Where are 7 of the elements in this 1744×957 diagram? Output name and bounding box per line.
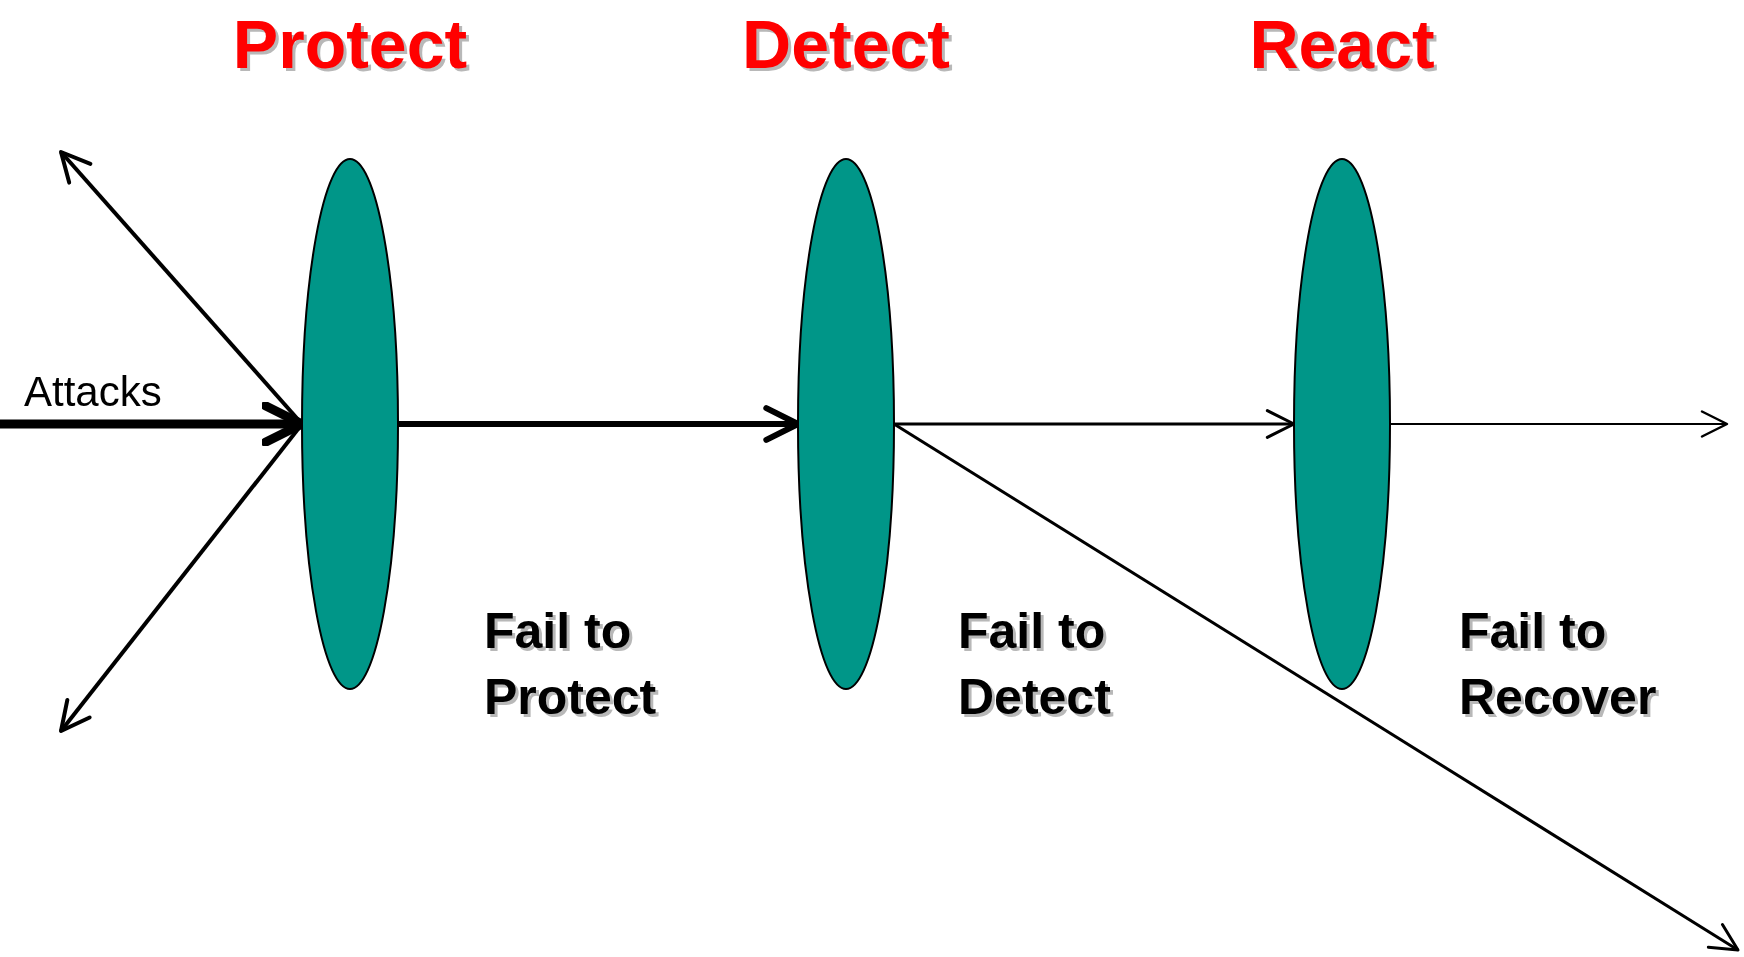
stage-heading: Detect: [741, 5, 951, 84]
edge-label: Attacks: [24, 368, 162, 416]
stage-heading: React: [1248, 5, 1436, 84]
failure-label: Fail to Recover: [1459, 602, 1658, 727]
failure-label: Fail to Protect: [484, 602, 658, 727]
stage-heading: Protect: [231, 5, 469, 84]
failure-label: Fail to Detect: [958, 602, 1112, 727]
